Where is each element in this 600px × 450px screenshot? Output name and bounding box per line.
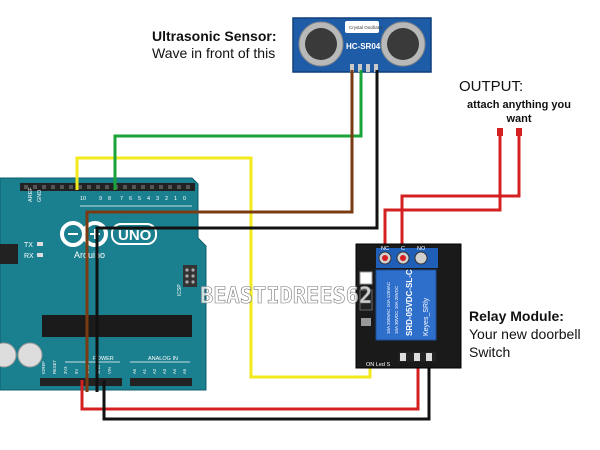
atmega-chip	[42, 315, 192, 337]
arduino-logo: Arduino	[60, 221, 108, 260]
sensor-subtitle: Wave in front of this	[152, 45, 276, 61]
relay-subtitle-2: Switch	[469, 344, 511, 360]
output-tip-1	[497, 128, 503, 136]
relay-brand: Keyes_SRly	[423, 297, 430, 336]
power-label: POWER	[93, 356, 114, 362]
capacitor	[0, 342, 17, 368]
relay-rating-1: 10A 250VAC 10A 125VAC	[386, 281, 391, 334]
pin-label-4: 4	[147, 196, 150, 202]
pin-label-a1: A1	[142, 368, 147, 374]
led	[361, 318, 371, 326]
pin-label-a5: A5	[182, 368, 187, 374]
brown-wire	[85, 70, 354, 392]
relay-pins-label: ON Led S	[366, 362, 390, 368]
pin-label-8: 8	[108, 196, 111, 202]
icsp-header	[183, 265, 197, 287]
black-wire-sensor	[95, 70, 379, 392]
output-tip-2	[516, 128, 522, 136]
red-wire-power	[80, 362, 420, 411]
pin-label-6: 6	[129, 196, 132, 202]
pin-label-gnd: GND	[37, 190, 43, 202]
transistor	[359, 289, 373, 311]
relay-rating-2: 10A 30VDC 10A 28VDC	[394, 285, 399, 334]
analog-header	[130, 378, 192, 386]
sensor-model: HC-SR04	[346, 42, 381, 51]
relay-c-label: C	[401, 246, 405, 252]
black-wire-power	[102, 362, 431, 421]
relay-no-label: NO	[417, 246, 426, 252]
pin-label-10: 10	[80, 196, 86, 202]
rx-label: RX	[24, 253, 34, 260]
crystal-label: Crystal Oscillator	[349, 25, 384, 30]
pin-label-reset: RESET	[52, 360, 57, 374]
pin-label-3: 3	[156, 196, 159, 202]
tx-label: TX	[24, 242, 33, 249]
output-subtitle: attach anything you want	[467, 99, 571, 125]
crystal-oscillator	[345, 21, 379, 33]
diode	[359, 271, 373, 285]
pin-label-aref: AREF	[28, 187, 34, 202]
uno-label: UNO	[118, 227, 152, 244]
arduino-brand: Arduino	[74, 250, 105, 260]
uno-badge	[111, 223, 157, 245]
pin-label-0: 0	[183, 196, 186, 202]
output-title: OUTPUT:	[459, 78, 524, 95]
pin-label-ioref: IOREF	[41, 361, 46, 374]
pin-label-vin: VIN	[107, 367, 112, 374]
capacitor	[17, 342, 43, 368]
output-wire-1	[383, 132, 502, 257]
sensor-title: Ultrasonic Sensor:	[152, 28, 277, 44]
pin-label-a0: A0	[132, 368, 137, 374]
relay-subtitle-1: Your new doorbell	[469, 326, 581, 342]
relay-nc-label: NC	[381, 246, 389, 252]
pin-label-2: 2	[165, 196, 168, 202]
relay-title: Relay Module:	[469, 308, 564, 324]
output-wire-2	[400, 132, 521, 257]
relay-part-number: SRD-05VDC-SL-C	[405, 269, 414, 336]
pin-label-9: 9	[99, 196, 102, 202]
relay-module: NC C NO 10A 250VAC 10A 125VAC 10A 30VDC …	[355, 243, 462, 369]
ultrasonic-sensor: Crystal Oscillator HC-SR04	[292, 17, 432, 73]
pin-label-5v: 5V	[74, 369, 79, 374]
pin-label-a4: A4	[172, 368, 177, 374]
analog-label: ANALOG IN	[148, 356, 178, 362]
green-wire	[113, 70, 363, 190]
relay-block	[375, 269, 437, 341]
pin-label-1: 1	[174, 196, 177, 202]
pin-label-a2: A2	[152, 368, 157, 374]
yellow-wire	[75, 156, 372, 379]
pin-label-7: 7	[120, 196, 123, 202]
pin-label-5: 5	[138, 196, 141, 202]
arduino-board: AREF GND 10 9 8 7 6 5 4 3 2 1 0 Arduino …	[0, 177, 207, 391]
icsp-label: ICSP	[177, 284, 183, 296]
watermark: BEASTIDREES62	[200, 284, 372, 309]
pin-label-3v3: 3V3	[63, 366, 68, 374]
pin-label-a3: A3	[162, 368, 167, 374]
